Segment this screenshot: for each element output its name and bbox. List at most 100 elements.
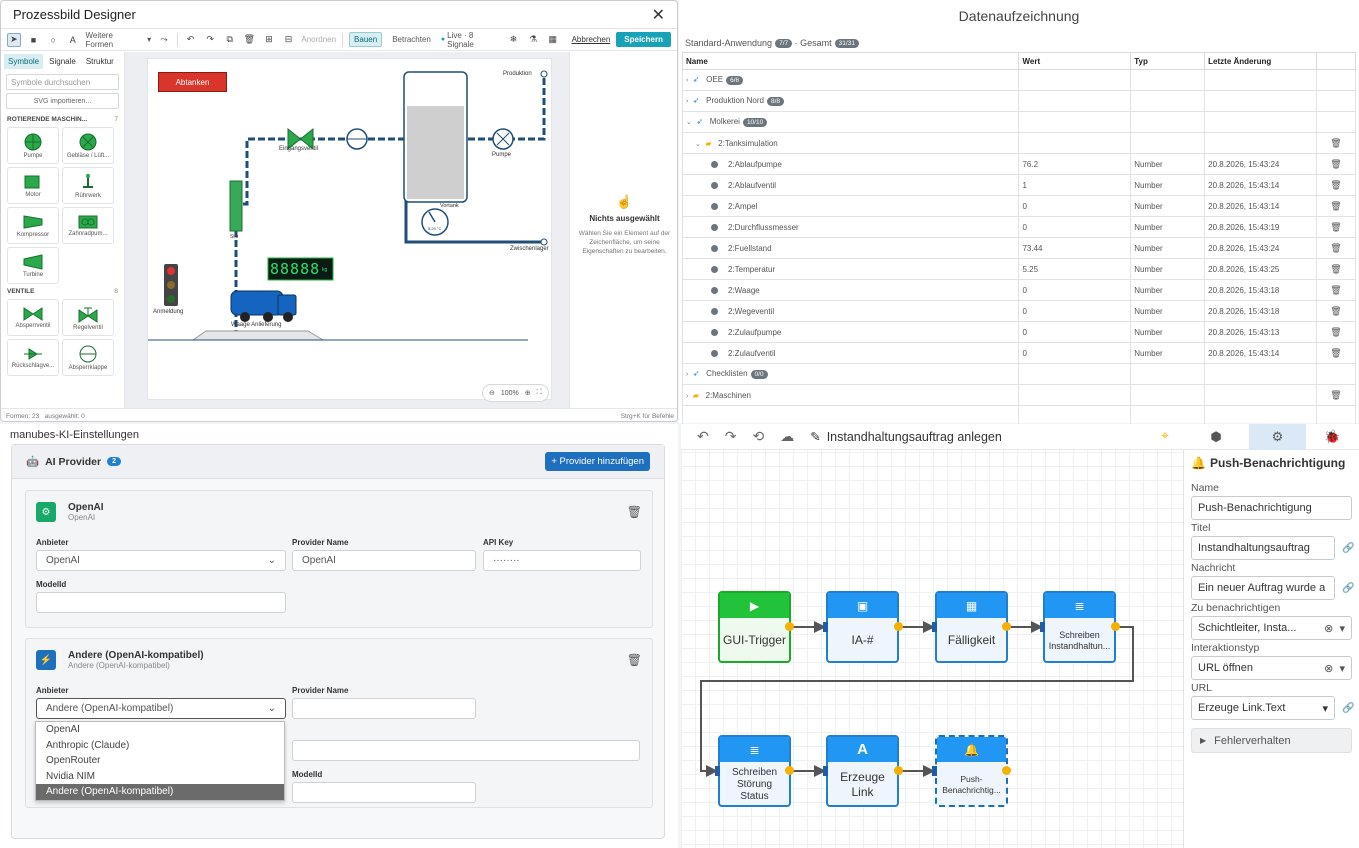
base-url-input[interactable]	[292, 740, 640, 761]
col-changed[interactable]: Letzte Änderung	[1204, 52, 1318, 70]
bug-icon[interactable]: 🐞	[1324, 429, 1341, 444]
link-icon[interactable]: 🔗	[1342, 582, 1355, 594]
input-port[interactable]	[715, 766, 720, 776]
grid-icon[interactable]: ▦	[548, 34, 558, 44]
undo-icon[interactable]: ↶	[186, 34, 195, 44]
close-icon[interactable]: ✕	[651, 6, 665, 24]
dropdown-option[interactable]: Nvidia NIM	[46, 770, 95, 782]
node-gui-trigger[interactable]: ▶ GUI-Trigger	[718, 591, 791, 663]
cloud-upload-icon[interactable]: ☁	[780, 428, 795, 444]
url-select[interactable]: Erzeuge Link.Text▾	[1191, 696, 1335, 720]
input-port[interactable]	[932, 622, 937, 632]
node-erzeuge-link[interactable]: A Erzeuge Link	[826, 735, 899, 807]
fehlerverhalten-section[interactable]: ▶Fehlerverhalten	[1191, 728, 1352, 753]
breadcrumb-total[interactable]: Gesamt	[800, 38, 832, 48]
collapse-chevron-icon[interactable]: ⌄	[695, 140, 701, 148]
tab-symbole[interactable]: Symbole	[4, 54, 44, 69]
expand-chevron-icon[interactable]: ›	[686, 98, 689, 106]
output-port[interactable]	[894, 622, 903, 631]
delete-icon[interactable]: 🗑	[243, 34, 256, 44]
trash-icon[interactable]: 🗑	[1316, 132, 1356, 154]
workflow-title[interactable]: Instandhaltungsauftrag anlegen	[826, 429, 1002, 444]
more-shapes-menu[interactable]: Weitere Formen	[85, 30, 114, 49]
cancel-link[interactable]: Abbrechen	[571, 35, 611, 44]
clear-icon[interactable]: ⊗	[1324, 662, 1334, 675]
undo-icon[interactable]: ↶	[697, 428, 709, 444]
symbol-search-input[interactable]: Symbole durchsuchen	[6, 74, 119, 90]
clear-icon[interactable]: ⊗	[1324, 622, 1334, 635]
svg-import-button[interactable]: SVG importieren...	[6, 93, 119, 109]
caret-down-icon[interactable]: ▾	[1322, 702, 1328, 715]
settings-gears-icon[interactable]: ⚙	[1249, 424, 1306, 450]
zoom-out-icon[interactable]: ⊖	[489, 390, 495, 397]
expand-chevron-icon[interactable]: ›	[686, 77, 689, 85]
folder-row[interactable]: ⌄ ▰ 2:Tanksimulation🗑	[681, 132, 1356, 154]
node-ia[interactable]: ▣ IA-#	[826, 591, 899, 663]
history-icon[interactable]: ⟲	[752, 428, 765, 444]
nachricht-input[interactable]: Ein neuer Auftrag wurde a	[1191, 576, 1335, 600]
trash-icon[interactable]: 🗑	[1316, 237, 1356, 259]
pencil-icon[interactable]: ✎	[810, 430, 821, 444]
input-port[interactable]	[823, 766, 828, 776]
mode-view-button[interactable]: Betrachten	[392, 35, 431, 44]
symbol-absperrventil[interactable]: Absperrventil	[7, 299, 59, 336]
text-tool-icon[interactable]: A	[69, 34, 76, 45]
ungroup-icon[interactable]: ⊟	[284, 34, 293, 44]
drawing-sheet[interactable]: Abtanken Produktion Eingangsventil Pumpe…	[147, 58, 552, 400]
mode-build-button[interactable]: Bauen	[349, 32, 383, 47]
output-port[interactable]	[1111, 622, 1120, 631]
output-port[interactable]	[785, 766, 794, 775]
dropdown-option-selected[interactable]: Andere (OpenAI-kompatibel)	[36, 784, 284, 800]
symbol-rueckschlagventil[interactable]: Rückschlagve...	[7, 339, 59, 376]
rectangle-tool-icon[interactable]: ■	[30, 34, 37, 45]
expand-chevron-icon[interactable]: ›	[686, 392, 689, 400]
link-icon[interactable]: 🔗	[1342, 542, 1355, 554]
node-push-benachrichtigung[interactable]: 🔔 Push-Benachrichtig...	[935, 735, 1008, 807]
symbol-pumpe[interactable]: Pumpe	[7, 127, 59, 164]
symbol-geblaese[interactable]: Gebläse / Lüft...	[62, 127, 114, 164]
trash-icon[interactable]: 🗑	[1316, 279, 1356, 301]
snowflake-icon[interactable]: ❄	[509, 34, 518, 44]
col-name[interactable]: Name	[681, 52, 1020, 70]
add-provider-button[interactable]: + Provider hinzufügen	[545, 452, 650, 471]
output-port[interactable]	[894, 766, 903, 775]
dropdown-option[interactable]: Anthropic (Claude)	[46, 739, 130, 751]
input-port[interactable]	[823, 622, 828, 632]
interaction-select[interactable]: URL öffnen⊗ ▾	[1191, 656, 1352, 680]
trash-icon[interactable]: 🗑	[1316, 174, 1356, 196]
breadcrumb-app[interactable]: Standard-Anwendung	[685, 38, 773, 48]
node-schreiben-stoerung[interactable]: ≣ Schreiben Störung Status	[718, 735, 791, 807]
name-input[interactable]: Push-Benachrichtigung	[1191, 496, 1352, 520]
symbol-ruehrwerk[interactable]: Rührwerk	[62, 167, 114, 204]
dropdown-option[interactable]: OpenAI	[46, 724, 80, 735]
link-icon[interactable]: 🔗	[1342, 702, 1355, 714]
caret-down-icon[interactable]: ▾	[1339, 622, 1345, 635]
provider-name-input[interactable]: OpenAI	[292, 550, 476, 571]
trash-icon[interactable]: 🗑	[1316, 300, 1356, 322]
cube-icon[interactable]: ⬢	[1210, 429, 1222, 444]
output-port[interactable]	[1002, 766, 1011, 775]
trash-icon[interactable]: 🗑	[626, 653, 642, 667]
dropdown-option[interactable]: OpenRouter	[46, 755, 101, 766]
pointer-icon[interactable]: ➤	[7, 32, 21, 47]
circle-tool-icon[interactable]: ○	[50, 34, 56, 45]
anbieter-select[interactable]: OpenAI⌄	[36, 550, 286, 571]
abtanken-button[interactable]: Abtanken	[158, 72, 227, 92]
folder-row[interactable]: › ▰ 2:Maschinen🗑	[681, 384, 1356, 406]
model-input[interactable]	[36, 592, 286, 613]
flask-icon[interactable]: ⚗	[529, 34, 538, 44]
trash-icon[interactable]: 🗑	[1316, 321, 1356, 343]
input-port[interactable]	[1040, 622, 1045, 632]
section-valves-header[interactable]: VENTILE 8	[1, 284, 124, 299]
symbol-kompressor[interactable]: Kompressor	[7, 207, 59, 244]
anbieter-select[interactable]: Andere (OpenAI-kompatibel)⌄	[36, 698, 286, 719]
